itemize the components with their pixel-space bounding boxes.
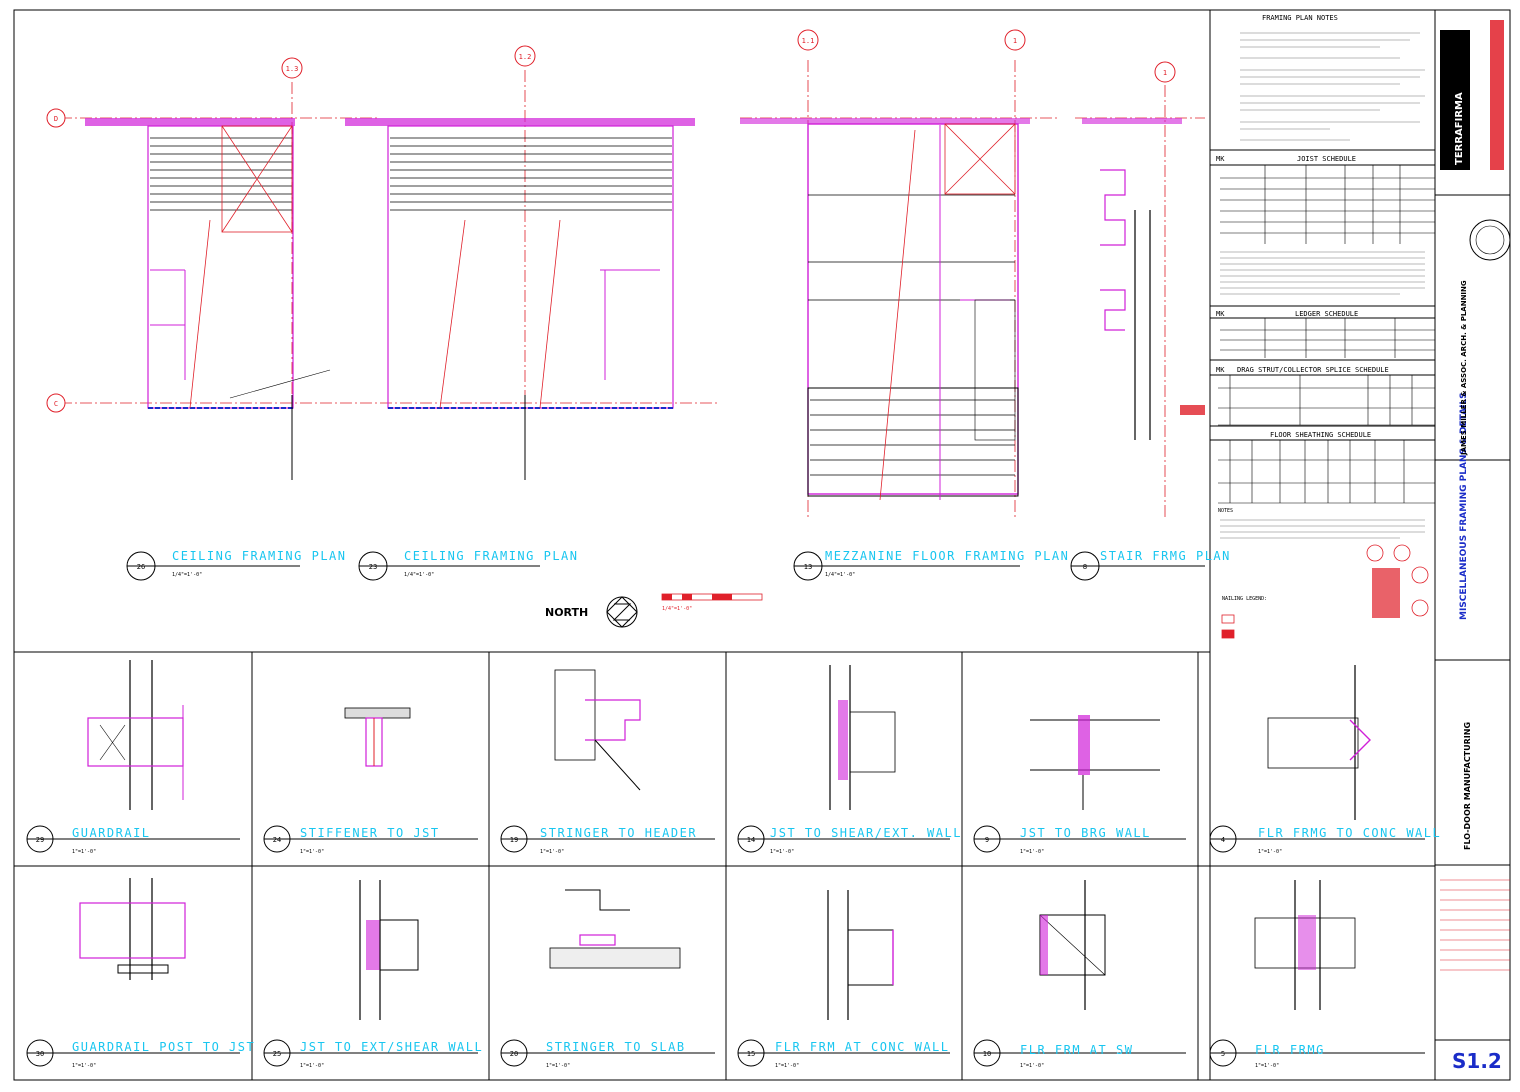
detail-4-title: FLR FRMG TO CONC WALL	[1258, 826, 1441, 840]
detail-29-id: 29	[36, 836, 44, 844]
sheet-title: MISCELLANEOUS FRAMING PLANS & DETAILS	[1459, 392, 1469, 620]
project-name: FLO-DOOR MANUFACTURING	[1463, 722, 1472, 850]
gridline-1-2: 1.2	[519, 53, 532, 61]
detail-5-scale: 1"=1'-0"	[1255, 1063, 1279, 1069]
detail-19-id: 19	[510, 836, 518, 844]
detail-4-id: 4	[1221, 836, 1225, 844]
scale-bar	[661, 593, 763, 601]
detail-14-drawing	[829, 665, 896, 810]
detail-19-title: STRINGER TO HEADER	[540, 826, 697, 840]
detail-10-id: 10	[983, 1050, 991, 1058]
gridline-1-3: 1.3	[286, 65, 299, 73]
detail-25-scale: 1"=1'-0"	[300, 1063, 324, 1069]
detail-29-title: GUARDRAIL	[72, 826, 151, 840]
detail-25-title: JST TO EXT/SHEAR WALL	[300, 1040, 483, 1054]
sheet-border	[13, 9, 1511, 1081]
plan-8-id: 8	[1083, 563, 1087, 571]
detail-29-drawing	[87, 660, 184, 810]
schedules-panel	[1210, 32, 1435, 639]
plan-13-id: 13	[804, 563, 812, 571]
detail-19-drawing	[554, 669, 641, 791]
detail-15-title: FLR FRM AT CONC WALL	[775, 1040, 950, 1054]
detail-5-drawing	[1254, 880, 1356, 1010]
detail-20-id: 20	[510, 1050, 518, 1058]
detail-10-drawing	[1039, 880, 1106, 1010]
detail-14-scale: 1"=1'-0"	[770, 849, 794, 855]
plan-26-scale: 1/4"=1'-0"	[172, 572, 202, 578]
floor-sheathing-schedule-title: FLOOR SHEATHING SCHEDULE	[1270, 431, 1371, 439]
drag-strut-schedule-title: DRAG STRUT/COLLECTOR SPLICE SCHEDULE	[1237, 366, 1389, 374]
detail-14-id: 14	[747, 836, 755, 844]
detail-20-title: STRINGER TO SLAB	[546, 1040, 686, 1054]
detail-30-id: 30	[36, 1050, 44, 1058]
detail-4-drawing	[1267, 665, 1371, 820]
detail-15-id: 15	[747, 1050, 755, 1058]
gridline-d: D	[54, 115, 58, 123]
sheet-number: S1.2	[1452, 1049, 1502, 1073]
scale-bar-label: 1/4"=1'-0"	[662, 606, 692, 612]
joist-mk-label: MK	[1216, 155, 1225, 163]
plan-8-title: STAIR FRMG PLAN	[1100, 549, 1231, 563]
framing-notes-title: FRAMING PLAN NOTES	[1262, 14, 1338, 22]
detail-9-id: 9	[985, 836, 989, 844]
joist-schedule-title: JOIST SCHEDULE	[1297, 155, 1356, 163]
detail-grid	[251, 652, 1199, 1080]
title-block	[1435, 20, 1511, 1041]
plan-26-id: 26	[137, 563, 145, 571]
detail-30-drawing	[79, 878, 186, 980]
detail-10-title: FLR FRM AT SW	[1020, 1043, 1133, 1057]
plan-23-scale: 1/4"=1'-0"	[404, 572, 434, 578]
detail-20-drawing	[549, 889, 681, 969]
detail-29-scale: 1"=1'-0"	[72, 849, 96, 855]
drag-mk-label: MK	[1216, 366, 1225, 374]
detail-10-scale: 1"=1'-0"	[1020, 1063, 1044, 1069]
detail-9-drawing	[1030, 715, 1160, 810]
detail-24-title: STIFFENER TO JST	[300, 826, 440, 840]
architect-name: JAMES MILLER & ASSOC. ARCH. & PLANNING	[1460, 280, 1468, 456]
gridline-1: 1	[1013, 37, 1017, 45]
detail-5-title: FLR FRMG	[1255, 1043, 1325, 1057]
detail-14-title: JST TO SHEAR/EXT. WALL	[770, 826, 962, 840]
plan-26-title: CEILING FRAMING PLAN	[172, 549, 347, 563]
detail-30-title: GUARDRAIL POST TO JST	[72, 1040, 255, 1054]
detail-25-id: 25	[273, 1050, 281, 1058]
plan-13-scale: 1/4"=1'-0"	[825, 572, 855, 578]
plan-23-title: CEILING FRAMING PLAN	[404, 549, 579, 563]
sheathing-notes-label: NOTES	[1218, 508, 1233, 514]
nailing-legend-title: NAILING LEGEND:	[1222, 596, 1267, 602]
detail-24-drawing	[344, 707, 411, 767]
gridline-bubbles	[46, 29, 1176, 413]
plan-26-drawing	[60, 82, 380, 480]
gridline-c: C	[54, 400, 58, 408]
plan-8-drawing	[1075, 85, 1205, 520]
plan-23-drawing	[345, 70, 720, 480]
detail-19-scale: 1"=1'-0"	[540, 849, 564, 855]
ledger-mk-label: MK	[1216, 310, 1225, 318]
detail-24-id: 24	[273, 836, 281, 844]
engineer-logo: TERRAFIRMA	[1454, 92, 1465, 165]
detail-24-scale: 1"=1'-0"	[300, 849, 324, 855]
detail-25-drawing	[359, 880, 419, 1020]
detail-5-id: 5	[1221, 1050, 1225, 1058]
gridline-1-stair: 1	[1163, 69, 1167, 77]
north-label: NORTH	[545, 606, 588, 619]
detail-30-scale: 1"=1'-0"	[72, 1063, 96, 1069]
detail-20-scale: 1"=1'-0"	[546, 1063, 570, 1069]
detail-4-scale: 1"=1'-0"	[1258, 849, 1282, 855]
plan-23-id: 23	[369, 563, 377, 571]
detail-9-title: JST TO BRG WALL	[1020, 826, 1151, 840]
gridline-1-1: 1.1	[802, 37, 815, 45]
detail-15-drawing	[827, 890, 894, 1020]
ledger-schedule-title: LEDGER SCHEDULE	[1295, 310, 1358, 318]
plan-13-title: MEZZANINE FLOOR FRAMING PLAN	[825, 549, 1069, 563]
north-arrow-icon	[606, 596, 638, 628]
detail-9-scale: 1"=1'-0"	[1020, 849, 1044, 855]
plan-13-drawing	[740, 60, 1060, 520]
detail-15-scale: 1"=1'-0"	[775, 1063, 799, 1069]
